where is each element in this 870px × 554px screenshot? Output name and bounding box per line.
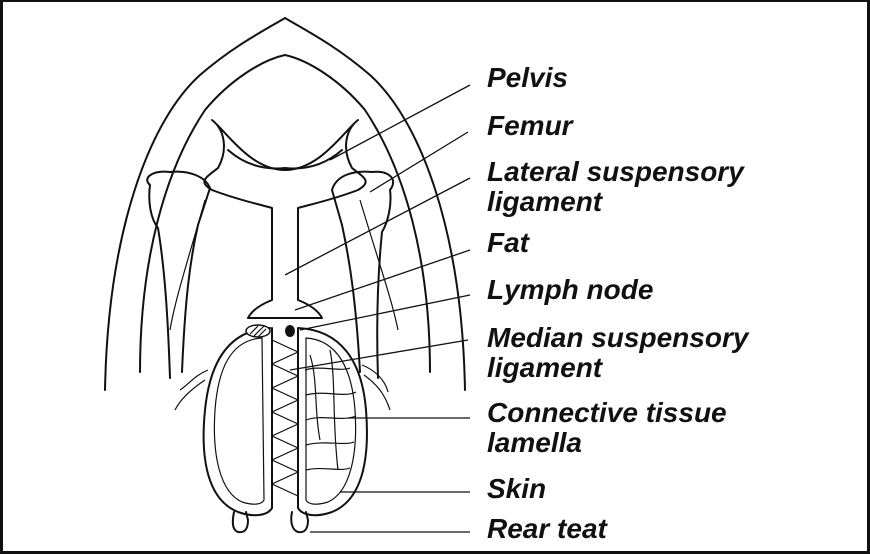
label-median-ligament: ligament bbox=[487, 353, 602, 383]
leader-lateral-ligament bbox=[285, 178, 470, 275]
label-rear-teat: Rear teat bbox=[487, 514, 607, 544]
body-inner-outline-left bbox=[140, 55, 285, 372]
leader-lymph-node bbox=[300, 295, 470, 330]
label-lateral-ligament: ligament bbox=[487, 187, 602, 217]
connective-tissue-texture bbox=[305, 350, 356, 470]
label-connective-tissue: Connective tissue bbox=[487, 398, 727, 428]
leader-median-ligament bbox=[290, 340, 468, 370]
label-lymph-node: Lymph node bbox=[487, 275, 653, 305]
body-outline bbox=[105, 18, 465, 390]
leader-femur bbox=[370, 132, 468, 192]
body-inner-outline-right bbox=[285, 55, 430, 372]
leader-pelvis bbox=[330, 85, 470, 160]
lateral-ligament-left bbox=[170, 200, 205, 330]
label-lateral-suspensory: Lateral suspensory bbox=[487, 157, 744, 187]
label-fat: Fat bbox=[487, 228, 529, 258]
femur-right bbox=[332, 172, 393, 378]
label-pelvis: Pelvis bbox=[487, 63, 568, 93]
lymph-node-right bbox=[285, 325, 295, 337]
label-skin: Skin bbox=[487, 474, 546, 504]
side-hairs-left bbox=[175, 370, 208, 410]
median-ligament bbox=[272, 340, 298, 496]
rear-teat-right bbox=[291, 512, 308, 532]
label-median-suspensory: Median suspensory bbox=[487, 323, 748, 353]
femur-left bbox=[147, 172, 210, 378]
label-femur: Femur bbox=[487, 111, 573, 141]
udder-left-inner bbox=[214, 338, 264, 504]
label-lamella: lamella bbox=[487, 428, 582, 458]
udder-right-quarter bbox=[298, 328, 367, 515]
